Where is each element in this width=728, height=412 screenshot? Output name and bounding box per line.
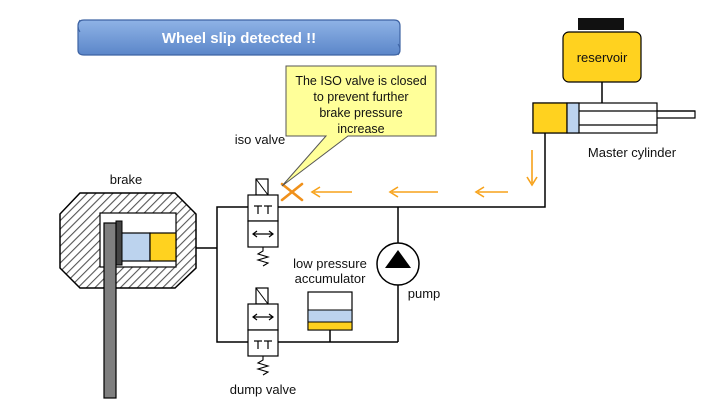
iso-valve: iso valve	[235, 132, 286, 267]
reservoir: reservoir	[562, 18, 642, 103]
callout-line-1: The ISO valve is closed	[295, 74, 426, 88]
dump-valve: dump valve	[230, 287, 296, 397]
flow-arrows	[310, 150, 538, 198]
accumulator-label-line-1: low pressure	[293, 256, 367, 271]
brake-caliper: brake	[59, 172, 197, 399]
pump-label: pump	[408, 286, 441, 301]
brake-lines	[175, 133, 546, 343]
brake-label: brake	[110, 172, 143, 187]
callout-line-4: increase	[337, 122, 384, 136]
pump: pump	[376, 242, 441, 301]
banner-text: Wheel slip detected !!	[162, 30, 316, 47]
reservoir-label: reservoir	[577, 50, 628, 65]
callout-line-2: to prevent further	[313, 90, 408, 104]
dump-valve-label: dump valve	[230, 382, 296, 397]
master-cylinder-label: Master cylinder	[588, 145, 677, 160]
low-pressure-accumulator: low pressure accumulator	[293, 256, 367, 331]
callout: The ISO valve is closed to prevent furth…	[281, 65, 437, 187]
closed-valve-x-icon	[280, 182, 304, 202]
accumulator-label-line-2: accumulator	[295, 271, 366, 286]
iso-valve-label: iso valve	[235, 132, 286, 147]
banner: Wheel slip detected !!	[77, 19, 401, 56]
master-cylinder: Master cylinder	[532, 102, 696, 160]
callout-line-3: brake pressure	[319, 106, 402, 120]
